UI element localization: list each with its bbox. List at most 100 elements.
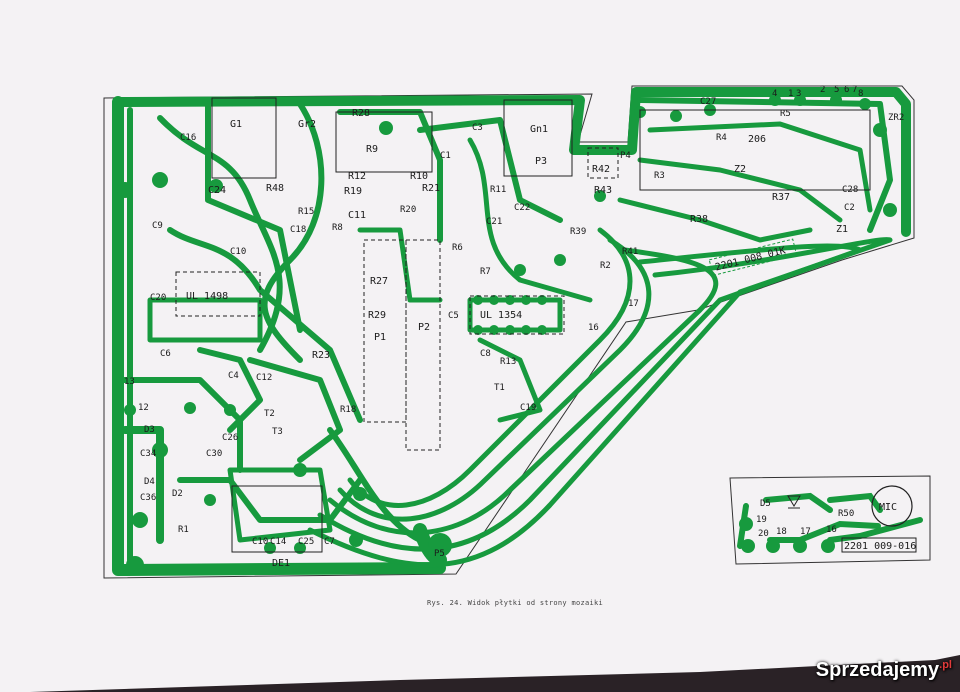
pin-label: 16 — [588, 323, 599, 333]
label-t1: T1 — [494, 383, 505, 393]
label-r8: R8 — [332, 223, 343, 233]
label-c14: C14 — [270, 537, 286, 547]
label-p1: P1 — [374, 332, 386, 343]
label-d4: D4 — [144, 477, 155, 487]
label-c5: C5 — [448, 311, 459, 321]
pin-label: 5 — [834, 85, 839, 95]
pin-label: 8 — [858, 89, 863, 99]
mic-label-r50: R50 — [838, 509, 854, 519]
label-c22: C22 — [514, 203, 530, 213]
label-c25: C25 — [298, 537, 314, 547]
label-r5: R5 — [780, 109, 791, 119]
label-c12: C12 — [256, 373, 272, 383]
label-c10: C10 — [230, 247, 246, 257]
label-c11: C11 — [348, 210, 366, 221]
label-r20: R20 — [400, 205, 416, 215]
watermark: Sprzedajemy.pl — [816, 659, 952, 682]
label-p4: P4 — [620, 151, 631, 161]
label-r7: R7 — [480, 267, 491, 277]
pin-label: 12 — [138, 403, 149, 413]
label-gr2: Gr2 — [298, 119, 316, 130]
label-r23: R23 — [312, 350, 330, 361]
mic-pin-18: 18 — [776, 527, 787, 537]
label-r41: R41 — [622, 247, 638, 257]
label-r13: R13 — [500, 357, 516, 367]
label-c9: C9 — [152, 221, 163, 231]
label-r2: R2 — [600, 261, 611, 271]
pin-label: 3 — [796, 89, 801, 99]
label-c26: C26 — [222, 433, 238, 443]
label-c16: C16 — [180, 133, 196, 143]
mic-pin-20: 20 — [758, 529, 769, 539]
pin-numbers: 1 2 3 4 5 6 7 8 12 13 16 17 — [124, 85, 863, 413]
component-labels: G1 C16 Gr2 R28 R9 C3 C1 Gn1 P3 R42 R43 C… — [140, 97, 904, 569]
label-r28: R28 — [352, 108, 370, 119]
label-r39: R39 — [570, 227, 586, 237]
watermark-text: Sprzedajemy — [815, 659, 940, 681]
label-r37: R37 — [772, 192, 790, 203]
label-c8: C8 — [480, 349, 491, 359]
label-c36: C36 — [140, 493, 156, 503]
mic-label-d5: D5 — [760, 499, 771, 509]
label-r9: R9 — [366, 144, 378, 155]
label-zr2: ZR2 — [888, 113, 904, 123]
label-g1: G1 — [230, 119, 242, 130]
pin-label: 2 — [820, 85, 825, 95]
solder-pads — [117, 94, 897, 574]
label-ul1498: UL 1498 — [186, 291, 228, 302]
label-c18: C18 — [290, 225, 306, 235]
label-r21: R21 — [422, 183, 440, 194]
label-t2: T2 — [264, 409, 275, 419]
label-r6: R6 — [452, 243, 463, 253]
label-c28: C28 — [842, 185, 858, 195]
mic-label-mic: MIC — [879, 502, 897, 513]
pin-label: 13 — [124, 377, 135, 387]
label-r19: R19 — [344, 186, 362, 197]
label-c1: C1 — [440, 151, 451, 161]
label-c3: C3 — [472, 123, 483, 133]
pin-label: 7 — [852, 85, 857, 95]
pin-label: 4 — [772, 89, 777, 99]
label-r11: R11 — [490, 185, 506, 195]
label-p2: P2 — [418, 322, 430, 333]
label-gn1: Gn1 — [530, 124, 548, 135]
label-c20: C20 — [150, 293, 166, 303]
label-r29: R29 — [368, 310, 386, 321]
label-t3: T3 — [272, 427, 283, 437]
mic-pin-17: 17 — [800, 527, 811, 537]
label-c19: C19 — [520, 403, 536, 413]
label-ul1354: UL 1354 — [480, 310, 522, 321]
label-c21: C21 — [486, 217, 502, 227]
label-r3: R3 — [654, 171, 665, 181]
pin-label: 17 — [628, 299, 639, 309]
label-z2: Z2 — [734, 164, 746, 175]
label-r42: R42 — [592, 164, 610, 175]
watermark-suffix: .pl — [939, 659, 952, 671]
label-d3: D3 — [144, 425, 155, 435]
label-r1: R1 — [178, 525, 189, 535]
figure-caption: Rys. 24. Widok płytki od strony mozaiki — [427, 599, 604, 607]
label-p5: P5 — [434, 549, 445, 559]
label-c10b: C10 — [252, 537, 268, 547]
label-r15: R15 — [298, 207, 314, 217]
label-d2: D2 — [172, 489, 183, 499]
label-c7: C7 — [324, 537, 335, 547]
label-c30: C30 — [206, 449, 222, 459]
label-z1: Z1 — [836, 224, 848, 235]
label-r10: R10 — [410, 171, 428, 182]
label-206: 206 — [748, 134, 766, 145]
label-c6: C6 — [160, 349, 171, 359]
label-c2: C2 — [844, 203, 855, 213]
mic-pin-19: 19 — [756, 515, 767, 525]
label-r38: R38 — [690, 214, 708, 225]
mic-pin-16: 16 — [826, 525, 837, 535]
label-c24: C24 — [208, 185, 226, 196]
label-r4: R4 — [716, 133, 727, 143]
label-r12: R12 — [348, 171, 366, 182]
label-r48: R48 — [266, 183, 284, 194]
component-outlines-solid — [211, 97, 871, 553]
mic-board: D5 R50 MIC 16 17 18 19 20 2201 009-016 — [729, 475, 931, 565]
pin-label: 1 — [788, 89, 793, 99]
